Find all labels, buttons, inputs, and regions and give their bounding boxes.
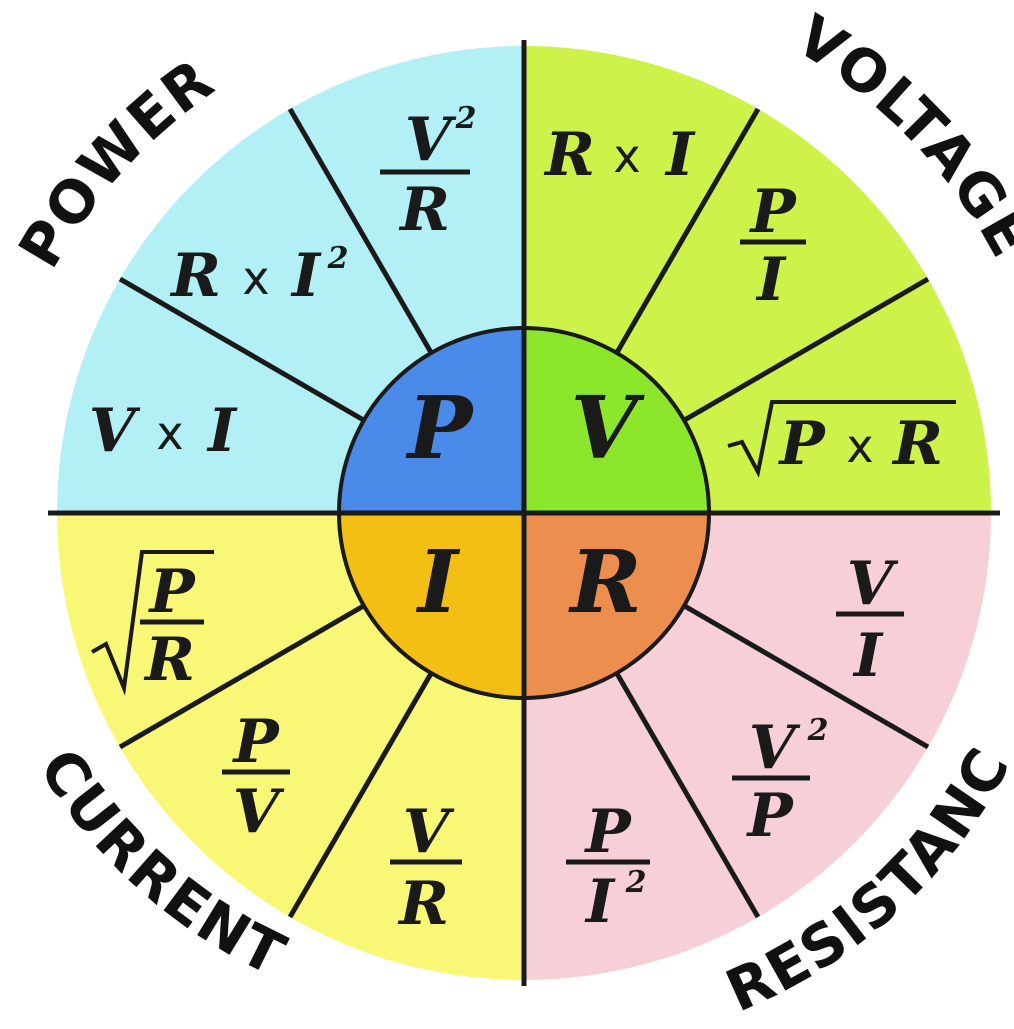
svg-text:I: I [755,245,787,315]
svg-text:P: P [231,707,280,777]
center-letter-i: I [415,532,461,633]
svg-text:P: P [745,781,794,851]
svg-text:I: I [852,621,884,691]
svg-text:R: R [891,409,943,479]
svg-text:R: R [397,869,449,939]
svg-text:R: R [143,625,195,695]
formula-current-p-over-v: P V [222,707,290,847]
formula-voltage-sqrt-p-times-r: P x R [727,400,956,479]
center-resistance [524,513,709,698]
svg-text:x: x [613,129,640,183]
center-voltage [524,328,709,513]
svg-text:I: I [290,241,322,311]
center-letter-p: P [405,378,475,479]
svg-text:2: 2 [327,241,349,276]
svg-text:P: P [777,409,826,479]
svg-text:P: P [748,177,797,247]
svg-text:V: V [749,713,801,783]
svg-text:I: I [664,120,696,190]
formula-resistance-v-over-i: V I [836,549,904,691]
svg-text:V: V [403,797,455,867]
formula-resistance-v2-over-p: V 2 P [732,713,828,851]
formula-current-sqrt-p-over-r: P R [91,550,214,696]
svg-text:x: x [156,406,183,460]
svg-text:2: 2 [455,101,477,136]
svg-text:V: V [405,105,457,175]
center-current [339,513,524,698]
svg-text:V: V [233,777,285,847]
svg-text:x: x [846,419,873,473]
svg-text:V: V [89,396,141,466]
formula-current-v-over-r: V R [390,797,462,939]
svg-text:R: R [169,241,221,311]
center-letter-r: R [567,532,641,633]
formula-resistance-p-over-i2: P I 2 [566,797,650,937]
svg-text:R: R [543,120,595,190]
center-letter-v: V [571,378,646,479]
formula-voltage-r-times-i: R x I [543,120,696,190]
svg-text:I: I [584,867,616,937]
svg-text:V: V [847,549,899,619]
svg-text:2: 2 [625,865,647,900]
svg-text:2: 2 [807,713,829,748]
svg-text:R: R [398,175,450,245]
svg-text:P: P [147,557,196,627]
formula-power-r-times-i2: R x I 2 [169,241,348,311]
formula-power-v2-over-r: V 2 R [380,101,476,245]
formula-power-v-times-i: V x I [89,396,238,466]
svg-text:P: P [583,797,632,867]
formula-voltage-p-over-i: P I [740,177,806,315]
center-power [339,328,524,513]
svg-text:I: I [206,396,238,466]
svg-text:x: x [242,251,269,305]
